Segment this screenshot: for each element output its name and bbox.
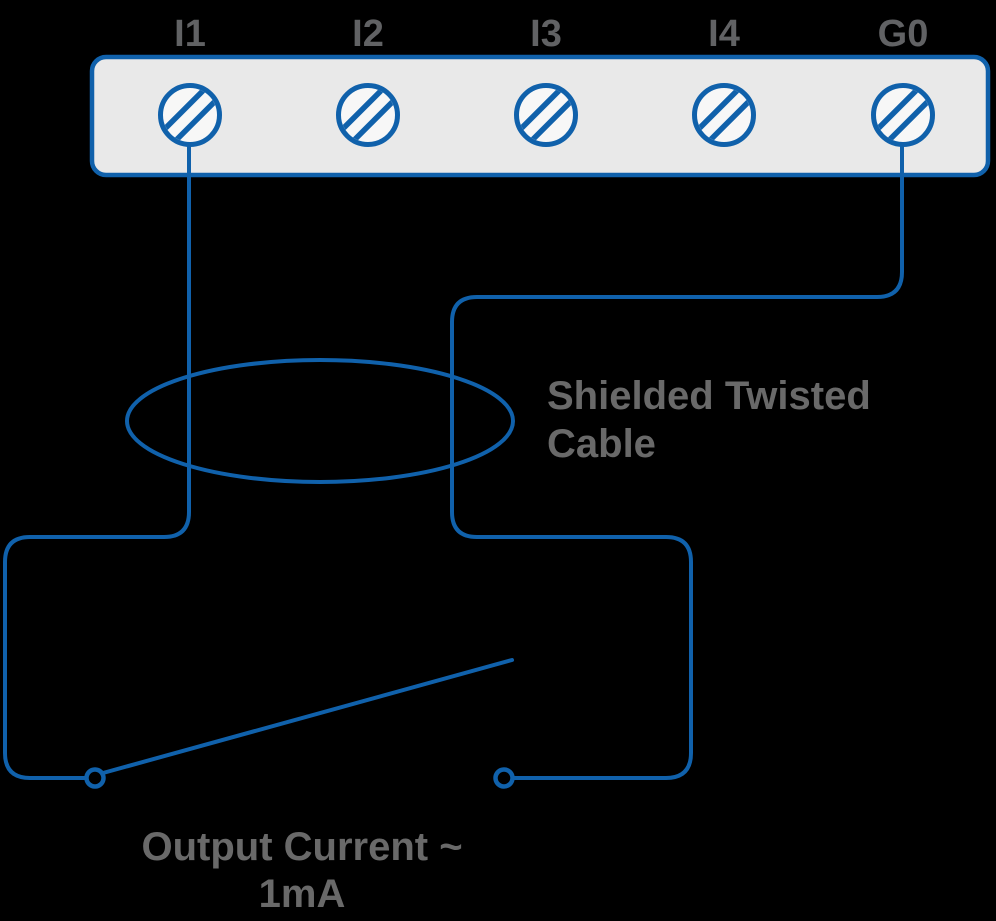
terminal-group-i4 xyxy=(692,83,756,147)
screw-terminal-icon xyxy=(336,83,400,147)
screw-terminal-icon xyxy=(871,83,935,147)
screw-terminal-icon xyxy=(692,83,756,147)
terminal-label-i2: I2 xyxy=(352,13,384,55)
labels: I1 I2 I3 I4 G0 Shielded Twisted Cable Ou… xyxy=(141,13,928,916)
screw-terminal-icon xyxy=(514,83,578,147)
screw-terminal-icon xyxy=(158,83,222,147)
cable-shield-loop xyxy=(125,358,515,484)
wires xyxy=(3,143,904,789)
terminal-label-i4: I4 xyxy=(708,13,740,55)
terminal-label-g0: G0 xyxy=(878,13,929,55)
wire-g0-to-sensor xyxy=(450,143,904,780)
output-current-label-line1: Output Current ~ xyxy=(141,825,462,869)
terminal-group-i1 xyxy=(158,83,222,147)
terminal-label-i3: I3 xyxy=(530,13,562,55)
terminal-label-i1: I1 xyxy=(174,13,206,55)
cable-label-line2: Cable xyxy=(547,422,656,466)
terminal-group-g0 xyxy=(871,83,935,147)
switch-contact-right xyxy=(493,767,515,789)
terminal-group-i3 xyxy=(514,83,578,147)
terminal-group-i2 xyxy=(336,83,400,147)
cable-label-line1: Shielded Twisted xyxy=(547,374,871,418)
wire-i1-to-sensor xyxy=(3,143,191,780)
output-current-label-line2: 1mA xyxy=(259,872,346,916)
switch-arm xyxy=(101,658,514,775)
terminal-block xyxy=(89,54,991,178)
switch-contact-left xyxy=(84,767,106,789)
